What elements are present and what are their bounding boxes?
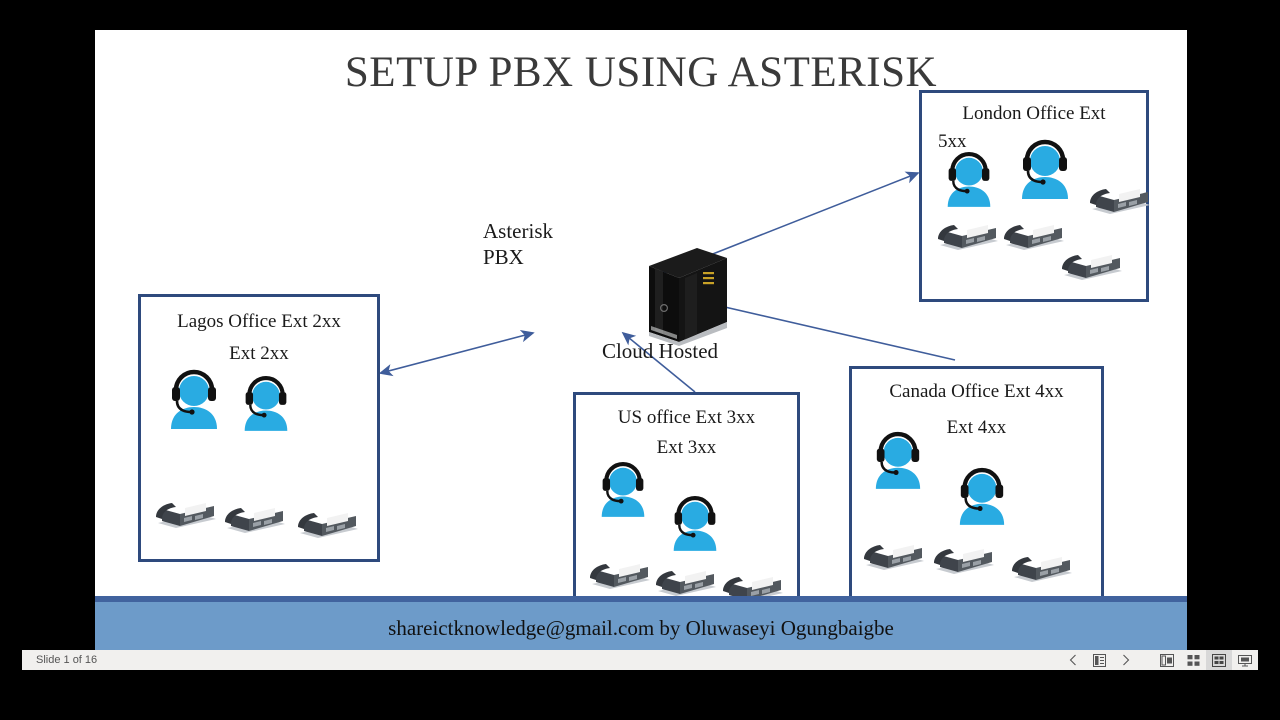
office-title-lagos: Lagos Office Ext 2xx xyxy=(177,311,341,332)
next-slide-button[interactable] xyxy=(1112,650,1138,670)
office-box-canada: Canada Office Ext 4xx Ext 4xx xyxy=(849,366,1104,604)
office-subtitle-canada: Ext 4xx xyxy=(946,417,1007,438)
chevron-right-icon xyxy=(1122,654,1129,666)
chevron-left-icon xyxy=(1069,654,1076,666)
desk-phone-icon xyxy=(1088,175,1154,219)
desk-phone-icon xyxy=(154,489,220,533)
desk-phone-icon xyxy=(1002,211,1068,255)
reading-view-icon xyxy=(1212,653,1226,667)
agent-icon xyxy=(944,151,994,209)
slideshow-button[interactable] xyxy=(1232,650,1258,670)
presentation-slide: SETUP PBX USING ASTERISK Asterisk xyxy=(95,30,1187,652)
previous-slide-button[interactable] xyxy=(1060,650,1086,670)
slideshow-icon xyxy=(1238,654,1252,666)
office-title-us: US office Ext 3xx xyxy=(617,407,756,428)
powerpoint-status-bar: Slide 1 of 16 xyxy=(22,650,1258,670)
desk-phone-icon xyxy=(654,557,720,601)
office-box-us: US office Ext 3xx Ext 3xx xyxy=(573,392,800,620)
server-label-left: Asterisk PBX xyxy=(483,218,553,271)
slide-counter: Slide 1 of 16 xyxy=(36,654,98,666)
reading-view-button[interactable] xyxy=(1206,650,1232,670)
agent-icon xyxy=(872,431,924,491)
page-title: SETUP PBX USING ASTERISK xyxy=(344,49,938,96)
server-tower-icon xyxy=(643,246,729,346)
agent-icon xyxy=(241,375,291,433)
desk-phone-icon xyxy=(721,563,787,607)
server-label-line-1: Asterisk xyxy=(483,219,553,243)
normal-view-icon xyxy=(1160,653,1174,667)
slide-panel-button[interactable] xyxy=(1086,650,1112,670)
server-label-line-2: PBX xyxy=(483,245,524,270)
agent-icon xyxy=(670,495,720,553)
office-title-canada: Canada Office Ext 4xx xyxy=(889,381,1064,402)
slide-sorter-icon xyxy=(1187,654,1199,666)
server-label-cloud-hosted: Cloud Hosted xyxy=(601,339,719,363)
office-subtitle-lagos: Ext 2xx xyxy=(229,343,289,364)
slide-panel-icon xyxy=(1092,653,1106,667)
desk-phone-icon xyxy=(223,494,289,538)
office-subtitle-london: 5xx xyxy=(938,131,967,152)
arrow-lagos-pbx xyxy=(378,330,535,377)
desk-phone-icon xyxy=(1060,241,1126,285)
slide-sorter-button[interactable] xyxy=(1180,650,1206,670)
office-subtitle-us: Ext 3xx xyxy=(656,437,717,458)
desk-phone-icon xyxy=(932,535,998,579)
desk-phone-icon xyxy=(588,550,654,594)
normal-view-button[interactable] xyxy=(1154,650,1180,670)
office-title-london: London Office Ext xyxy=(962,103,1106,124)
agent-icon xyxy=(956,467,1008,527)
desk-phone-icon xyxy=(936,211,1002,255)
desk-phone-icon xyxy=(1010,543,1076,587)
office-box-london: London Office Ext 5xx xyxy=(919,90,1150,302)
agent-icon xyxy=(167,369,221,431)
office-box-lagos: Lagos Office Ext 2xx Ext 2xx xyxy=(138,294,380,562)
footer-contact-text: shareictknowledge@gmail.com by Oluwaseyi… xyxy=(388,616,894,640)
desk-phone-icon xyxy=(296,499,362,543)
agent-icon xyxy=(1018,139,1072,201)
desk-phone-icon xyxy=(862,531,928,575)
agent-icon xyxy=(598,461,648,519)
slide-footer-banner: shareictknowledge@gmail.com by Oluwaseyi… xyxy=(95,596,1187,652)
